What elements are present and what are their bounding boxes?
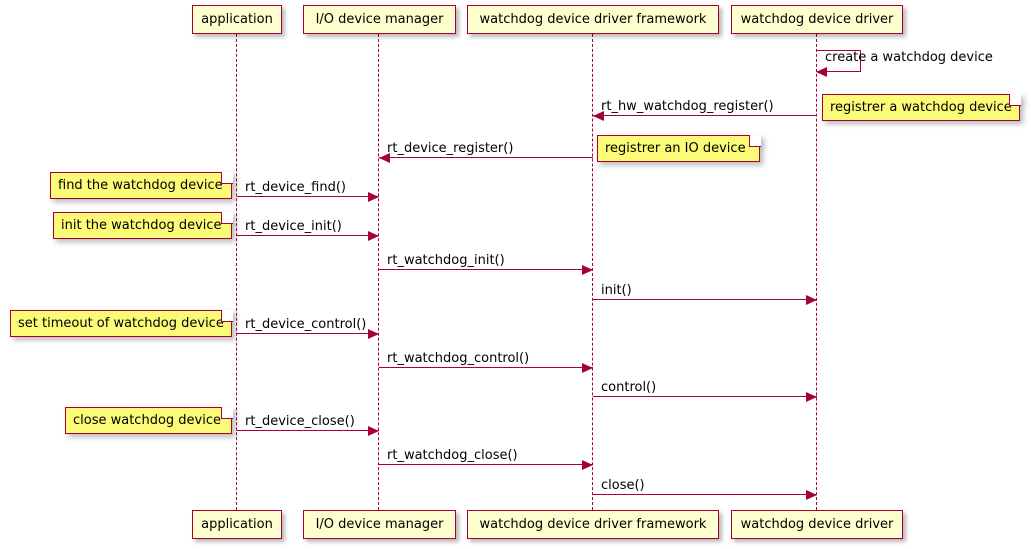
message-line-m10 [593, 396, 817, 397]
participant-label: application [201, 12, 273, 27]
message-label-m9: rt_watchdog_control() [387, 351, 530, 366]
arrowhead-m9 [582, 363, 593, 373]
participant-label: I/O device manager [315, 12, 444, 27]
participant-framework-bottom[interactable]: watchdog device driver framework [467, 510, 719, 539]
participant-iodm-top[interactable]: I/O device manager [303, 5, 456, 34]
participant-label: I/O device manager [315, 517, 444, 532]
message-label-m10: control() [601, 380, 657, 395]
message-label-m6: rt_watchdog_init() [387, 253, 505, 268]
message-label-m4: rt_device_find() [245, 180, 346, 195]
note-n3[interactable]: find the watchdog device [50, 171, 233, 199]
message-line-m2 [593, 115, 817, 116]
lifeline-driver [816, 34, 818, 510]
arrowhead-m1 [816, 67, 827, 77]
note-fold-corner-icon [220, 211, 233, 224]
note-text: registrer a watchdog device [830, 100, 1012, 115]
message-label-m1: create a watchdog device [825, 50, 993, 65]
participant-framework-top[interactable]: watchdog device driver framework [467, 5, 719, 34]
message-line-m13 [593, 494, 817, 495]
note-text: registrer an IO device [605, 141, 746, 156]
message-label-m3: rt_device_register() [387, 141, 514, 156]
message-label-m11: rt_device_close() [245, 414, 355, 429]
note-n4[interactable]: init the watchdog device [53, 211, 233, 239]
message-label-m2: rt_hw_watchdog_register() [601, 99, 774, 114]
message-line-m12 [379, 464, 593, 465]
arrowhead-m2 [593, 111, 604, 121]
note-text: set timeout of watchdog device [18, 316, 224, 331]
arrowhead-m3 [379, 153, 390, 163]
arrowhead-m5 [368, 231, 379, 241]
arrowhead-m12 [582, 460, 593, 470]
message-line-m6 [379, 269, 593, 270]
message-line-m11 [237, 430, 379, 431]
arrowhead-m8 [368, 329, 379, 339]
message-line-m5 [237, 235, 379, 236]
participant-label: watchdog device driver framework [479, 517, 707, 532]
message-line-m3 [379, 157, 593, 158]
message-line-m9 [379, 367, 593, 368]
participant-label: watchdog device driver framework [479, 12, 707, 27]
note-n1[interactable]: registrer a watchdog device [822, 93, 1021, 121]
message-label-m13: close() [601, 478, 645, 493]
participant-label: application [201, 517, 273, 532]
participant-driver-top[interactable]: watchdog device driver [731, 5, 903, 34]
note-text: init the watchdog device [61, 218, 222, 233]
message-label-m8: rt_device_control() [245, 317, 367, 332]
participant-app-top[interactable]: application [192, 5, 282, 34]
note-text: close watchdog device [73, 413, 221, 428]
message-label-m5: rt_device_init() [245, 219, 342, 234]
arrowhead-m11 [368, 426, 379, 436]
message-label-m12: rt_watchdog_close() [387, 448, 518, 463]
note-n2[interactable]: registrer an IO device [597, 134, 761, 162]
arrowhead-m13 [806, 490, 817, 500]
participant-label: watchdog device driver [740, 517, 894, 532]
participant-app-bottom[interactable]: application [192, 510, 282, 539]
arrowhead-m7 [806, 295, 817, 305]
self-message-m1 [817, 50, 861, 72]
participant-iodm-bottom[interactable]: I/O device manager [303, 510, 456, 539]
arrowhead-m4 [368, 192, 379, 202]
note-fold-corner-icon [220, 171, 233, 184]
note-n6[interactable]: close watchdog device [65, 406, 233, 434]
note-fold-corner-icon [748, 134, 761, 147]
note-fold-corner-icon [220, 406, 233, 419]
lifeline-app [236, 34, 238, 510]
note-fold-corner-icon [220, 309, 233, 322]
note-fold-corner-icon [1008, 93, 1021, 106]
message-line-m4 [237, 196, 379, 197]
lifeline-iodm [378, 34, 380, 510]
note-text: find the watchdog device [58, 178, 223, 193]
message-line-m8 [237, 333, 379, 334]
message-label-m7: init() [601, 283, 632, 298]
participant-driver-bottom[interactable]: watchdog device driver [731, 510, 903, 539]
arrowhead-m6 [582, 265, 593, 275]
note-n5[interactable]: set timeout of watchdog device [10, 309, 233, 337]
message-line-m7 [593, 299, 817, 300]
arrowhead-m10 [806, 392, 817, 402]
participant-label: watchdog device driver [740, 12, 894, 27]
